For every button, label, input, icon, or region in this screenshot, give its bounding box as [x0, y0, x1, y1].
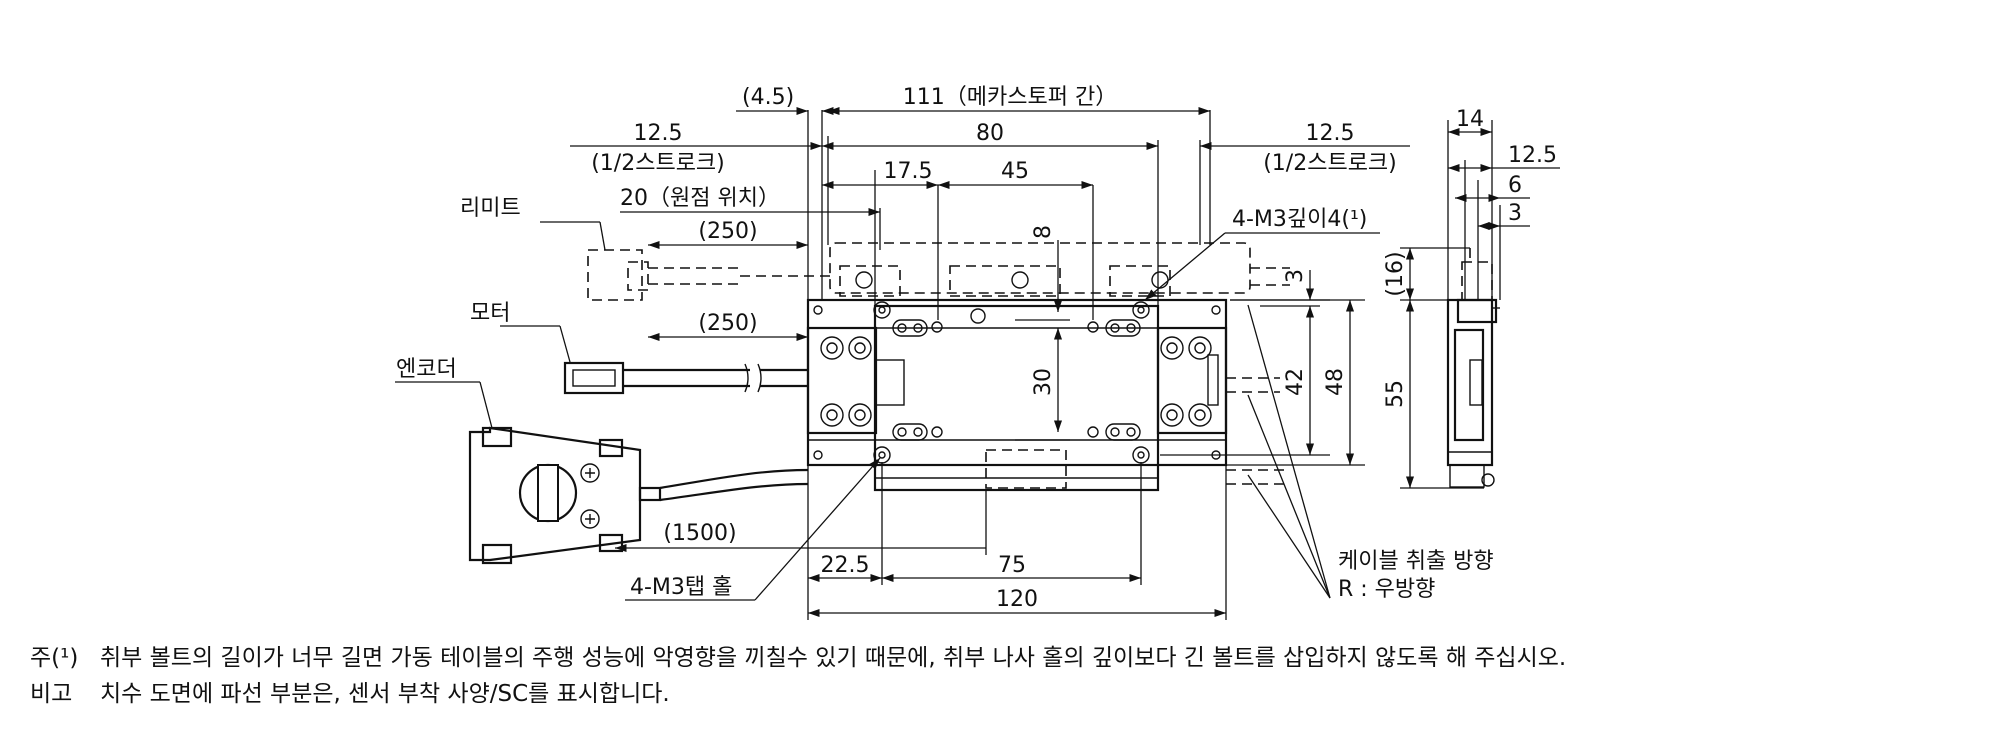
dim-120: 120 — [996, 587, 1038, 612]
dim-cable-1500: (1500) — [663, 521, 736, 546]
dim-half-stroke-left-sub: (1/2스트로크) — [591, 151, 725, 176]
dimension-drawing: (4.5) 111（메카스토퍼 간） 12.5 (1/2스트로크) 80 12.… — [395, 85, 1560, 620]
dim-45: 45 — [1001, 159, 1029, 184]
dim-half-stroke-right-sub: (1/2스트로크) — [1263, 151, 1397, 176]
encoder-connector — [468, 426, 809, 565]
cable-direction-value: R : 우방향 — [1338, 577, 1435, 602]
drawing-labels: (4.5) 111（메카스토퍼 간） 12.5 (1/2스트로크) 80 12.… — [396, 85, 1557, 612]
label-limit: 리미트 — [460, 196, 521, 221]
top-dimension-lines — [570, 106, 1410, 466]
side-dim-14: 14 — [1456, 107, 1484, 132]
label-leaders — [395, 221, 606, 429]
dim-3-right: 3 — [1283, 269, 1308, 283]
bottom-dimension-lines — [615, 304, 1331, 620]
dim-stopper-span: 111（메카스토퍼 간） — [903, 85, 1117, 110]
dim-origin: 20（원점 위치） — [620, 186, 780, 211]
note-1: 주(¹) 취부 볼트의 길이가 너무 길면 가동 테이블의 주행 성능에 악영향을… — [30, 640, 1990, 676]
dim-42: 42 — [1283, 368, 1308, 396]
dim-8: 8 — [1031, 225, 1056, 239]
note-1-text: 취부 볼트의 길이가 너무 길면 가동 테이블의 주행 성능에 악영향을 끼칠수… — [100, 645, 1567, 671]
note-2-mark: 비고 — [30, 681, 73, 707]
note-2: 비고 치수 도면에 파선 부분은, 센서 부착 사양/SC를 표시합니다. — [30, 676, 1990, 712]
notes: 주(¹) 취부 볼트의 길이가 너무 길면 가동 테이블의 주행 성능에 악영향을… — [30, 640, 1990, 712]
side-dim-6: 6 — [1508, 173, 1522, 198]
side-view — [1400, 120, 1560, 489]
dim-half-stroke-right: 12.5 — [1306, 121, 1355, 146]
dim-body-80: 80 — [976, 121, 1004, 146]
tap-hole-note: 4-M3탭 홀 — [630, 575, 732, 600]
side-dim-55: 55 — [1383, 380, 1408, 408]
front-view — [806, 242, 1290, 492]
dim-22-5: 22.5 — [821, 553, 870, 578]
side-dim-12-5: 12.5 — [1508, 143, 1557, 168]
dim-overhang: (4.5) — [742, 85, 794, 110]
side-dim-16: (16) — [1383, 251, 1408, 296]
cable-direction-title: 케이블 취출 방향 — [1338, 549, 1494, 574]
motor-connector — [563, 361, 808, 395]
dim-17-5: 17.5 — [884, 159, 933, 184]
label-encoder: 엔코더 — [396, 357, 457, 382]
dim-30: 30 — [1031, 368, 1056, 396]
dim-cable-250-lower: (250) — [698, 311, 757, 336]
moving-table — [873, 304, 1160, 492]
label-motor: 모터 — [470, 301, 510, 326]
dim-48: 48 — [1323, 368, 1348, 396]
thread-depth-note: 4-M3깊이4(¹) — [1232, 207, 1367, 232]
dim-half-stroke-left: 12.5 — [634, 121, 683, 146]
dim-75: 75 — [998, 553, 1026, 578]
dim-cable-250-upper: (250) — [698, 219, 757, 244]
limit-connector — [587, 249, 830, 301]
side-dim-3: 3 — [1508, 201, 1522, 226]
note-2-text: 치수 도면에 파선 부분은, 센서 부착 사양/SC를 표시합니다. — [100, 681, 670, 707]
note-1-mark: 주(¹) — [30, 645, 79, 671]
